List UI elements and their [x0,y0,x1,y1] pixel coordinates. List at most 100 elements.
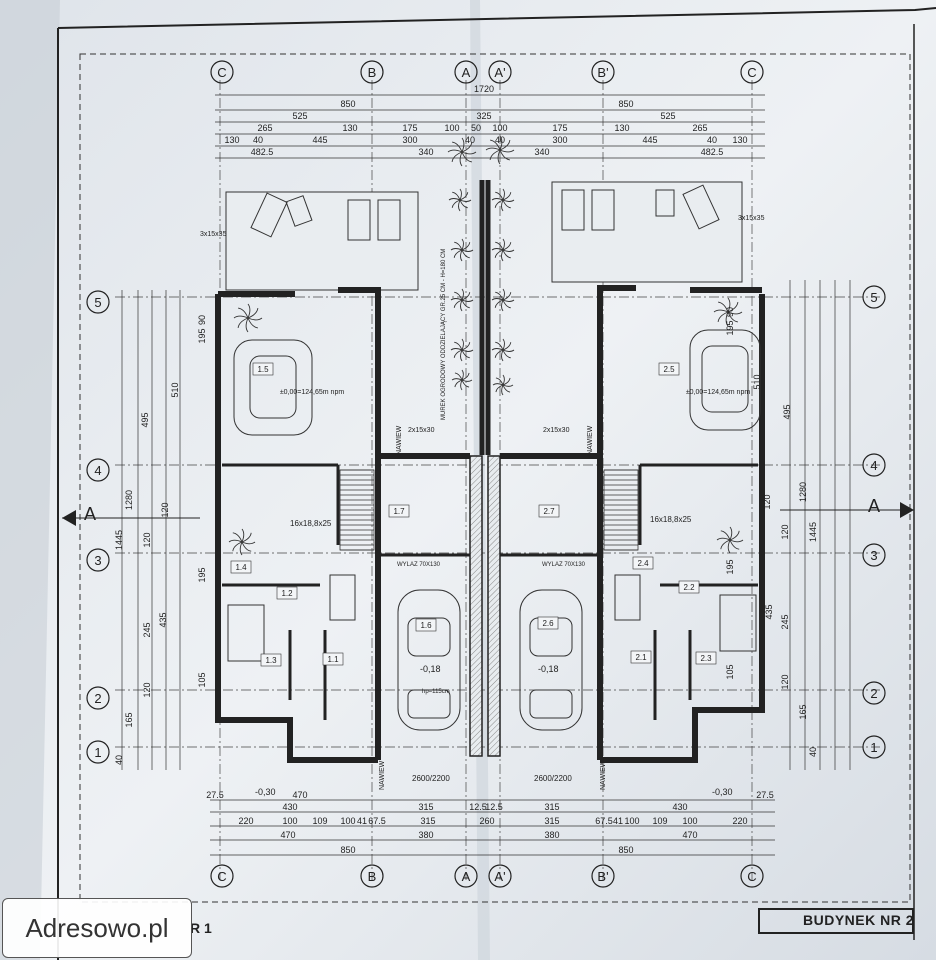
dim-top-row4-0: 265 [257,123,272,133]
dim-bot-row3-8: 315 [544,816,559,826]
dim-top-row6-1: 340 [418,147,433,157]
dim-side-right-1: 195 [725,320,735,335]
room-2-7: 2.7 [538,504,560,518]
dim-side-right-8: 120 [780,524,790,539]
window-label-left: WYLAZ 70X130 [397,562,441,568]
palm-icon [713,297,743,327]
dim-top-row6-2: 340 [534,147,549,157]
dim-bot-row3-13: 100 [682,816,697,826]
grid-bubble-top-0-label: C [217,65,226,80]
dim-side-left-8: 120 [142,532,152,547]
dim-bot-row2-0: 430 [282,802,297,812]
room-2-6: 2.6 [537,616,559,630]
grid-bubble-bottom-5-label: C [747,869,756,884]
grid-bubble-left-0: 5 [86,290,110,314]
palm-icon [451,369,473,391]
garage-door-left: 2600/2200 [412,774,450,783]
terrace-left [225,191,419,291]
dim-bot-row3-12: 109 [652,816,667,826]
grid-bubble-top-1: B [360,60,384,84]
grid-bubble-right-2: 3 [862,543,886,567]
dim-bot-row2-2: 12.5 [469,802,487,812]
dim-side-right-14: 40 [808,747,818,757]
garage-level-left: -0,18 [420,664,441,674]
room-label-2-5: 2.5 [663,365,675,374]
plants [228,135,744,556]
dim-side-right-12: 105 [725,664,735,679]
stairs-right-label: 16x18,8x25 [650,515,692,524]
internal-partitions [222,463,758,720]
dim-side-right-9: 435 [764,604,774,619]
building-right-walls [500,285,765,763]
grid-bubble-top-0: C [210,60,234,84]
window-2x-right: 2x15x30 [543,427,570,434]
paper-shadow-left [0,0,60,960]
dim-top-row2-left: 850 [340,99,355,109]
dim-top-row4-5: 100 [492,123,507,133]
dim-top-row5-3: 300 [402,135,417,145]
dim-bot-row2-3: 12.5 [485,802,503,812]
title-box-right [758,908,914,934]
terrace-chairs [250,184,720,241]
grid-bubble-top-2: A [454,60,478,84]
grid-bubble-top-5-label: C [747,65,756,80]
building-left-walls [215,287,470,763]
grid-bubble-right-0-label: 5 [870,290,877,305]
party-wall-left [469,455,483,757]
dim-side-right-3: 495 [782,404,792,419]
dim-side-left-1: 195 [197,328,207,343]
palm-icon [450,338,474,362]
palm-icon [491,188,515,212]
stairs-right [603,469,639,551]
grid-bubble-right-4-label: 1 [870,740,877,755]
room-1-3: 1.3 [260,653,282,667]
building-title-right: BUDYNEK NR 2 [802,912,914,928]
dim-bot-row2-5: 430 [672,802,687,812]
car-left [397,589,461,731]
dim-side-right-13: 165 [798,704,808,719]
window-3x-left: 3x15x35 [200,231,227,238]
dim-top-row6-3: 482.5 [701,147,724,157]
dim-bot-row3-2: 109 [312,816,327,826]
terrace-level-right: -0,30 [712,787,733,797]
dim-bot-row3-10: 41 [613,816,623,826]
dim-bot-row1-2: 27.5 [756,790,774,800]
grid-bubble-left-3-label: 2 [94,691,101,706]
room-label-2-1: 2.1 [635,653,647,662]
dim-side-right-10: 245 [780,614,790,629]
dim-side-right-4: 1280 [798,482,808,502]
dim-bot-row3-7: 260 [479,816,494,826]
room-2-4: 2.4 [632,556,654,570]
watermark-logo: Adresowo.pl [2,898,192,958]
room-label-1-4: 1.4 [235,563,247,572]
grid-bubble-left-2-label: 3 [94,553,101,568]
grid-bubble-bottom-3-label: A' [494,869,505,884]
dim-top-row4-1: 130 [342,123,357,133]
room-1-2: 1.2 [276,586,298,600]
grid-bubble-bottom-5: C [740,864,764,888]
furniture-left [227,339,356,662]
nawiew-left: NAWIEW [396,425,403,455]
grid-bubble-bottom-4-label: B' [597,869,608,884]
dim-top-row5-9: 130 [732,135,747,145]
window-label-right: WYLAZ 70X130 [542,562,586,568]
dim-bot-row3-14: 220 [732,816,747,826]
window-2x-left: 2x15x30 [408,427,435,434]
furniture-right [614,329,761,652]
grid-bubble-left-4: 1 [86,740,110,764]
dim-bot-row3-0: 220 [238,816,253,826]
room-label-1-6: 1.6 [420,621,432,630]
dim-bot-row3-6: 315 [420,816,435,826]
dim-bot-row4-0: 470 [280,830,295,840]
grid-bubble-top-3: A' [488,60,512,84]
section-label-left: A [84,504,96,524]
palm-icon [491,338,515,362]
room-1-6: 1.6 [415,618,437,632]
dim-bot-row1-0: 27.5 [206,790,224,800]
grid-bubble-right-2-label: 3 [870,548,877,563]
grid-bubble-top-4: B' [591,60,615,84]
room-1-1: 1.1 [322,652,344,666]
grid-bubble-top-1-label: B [368,65,377,80]
